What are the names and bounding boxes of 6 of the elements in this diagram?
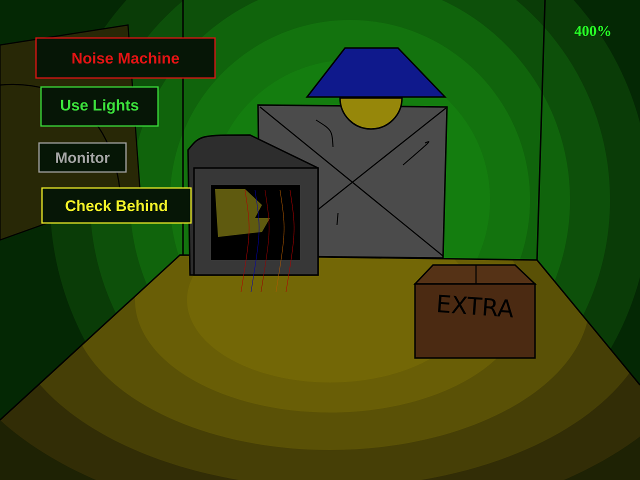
percentage-readout: 400% bbox=[574, 26, 610, 36]
menu-button: Use Lights bbox=[40, 86, 159, 127]
menu-button: Check Behind bbox=[41, 187, 192, 224]
menu-button: Monitor bbox=[38, 142, 127, 173]
handwritten-label: EXTRA bbox=[438, 294, 513, 318]
menu-button: Noise Machine bbox=[35, 37, 216, 79]
